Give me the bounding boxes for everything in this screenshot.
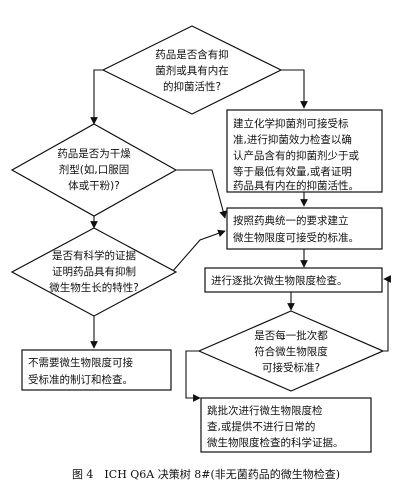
edge-check-no-loop [383,275,391,352]
evidence-line-1: 是否有科学的证据 [52,249,136,262]
edge-preservative-no [90,69,103,125]
dry-dosage-line-3: 体或干粉)? [68,179,120,192]
limits-line-2: 微生物限度可接受的标准。 [233,231,359,244]
each-batch-line-3: 可接受标准? [262,361,320,374]
dry-dosage-line-2: 剂型(如,口服固 [59,163,129,176]
establish-line-4: 等于最低有效量,或者证明 [233,165,352,178]
establish-line-3: 认产品含有的抑菌剂少于或 [233,149,359,162]
batch-testing-line-1: 进行逐批次微生物限度检查。 [211,274,348,287]
process-establish-criteria [226,109,383,193]
skip-lot-line-1: 跳批次进行微生物限度检 [207,404,323,417]
establish-line-5: 药品具有内在的抑菌活性。 [233,179,359,192]
no-test-line-1: 不需要微生物限度可接 [28,356,133,369]
preservative-line-2: 菌剂或具有内在 [155,64,229,77]
preservative-line-1: 药品是否含有抑 [155,48,229,61]
decision-scientific-evidence [10,227,178,317]
decision-preservative [101,25,283,115]
dry-dosage-line-1: 药品是否为干燥 [57,148,131,160]
edge-preservative-yes [281,69,308,109]
decision-dry-dosage [10,123,178,217]
establish-line-1: 建立化学抑菌剂可接受标 [233,117,349,130]
decision-each-batch [197,310,385,392]
edge-evidence-no [171,229,226,273]
preservative-line-3: 的抑菌活性? [163,80,221,93]
skip-lot-line-3: 微生物限度检查的科学证据。 [207,436,344,449]
process-pharmacopoeia-limits [226,207,383,250]
evidence-line-3: 微生物生长的特性? [49,281,139,294]
evidence-line-2: 证明药品具有抑制 [52,265,136,278]
process-skip-lot [200,397,372,453]
figure-caption: 图 4 ICH Q6A 决策树 8#(非无菌药品的微生物检查) [72,467,340,481]
shapes [10,25,385,453]
labels: 药品是否含有抑 菌剂或具有内在 的抑菌活性? 建立化学抑菌剂可接受标 准,进行抑… [28,48,359,481]
skip-lot-line-2: 查,或提供不进行日常的 [207,420,315,433]
each-batch-line-1: 是否每一批次都 [254,329,328,342]
process-batch-testing [204,267,383,293]
each-batch-line-2: 符合微生物限度 [254,345,328,358]
no-test-line-2: 受标准的制订和检查。 [28,373,133,386]
establish-line-2: 准,进行抑菌效力检查以确 [233,133,352,146]
edge-check-yes [185,350,201,402]
process-no-test-needed [21,349,172,391]
limits-line-1: 按照药典统一的要求建立 [233,214,349,227]
